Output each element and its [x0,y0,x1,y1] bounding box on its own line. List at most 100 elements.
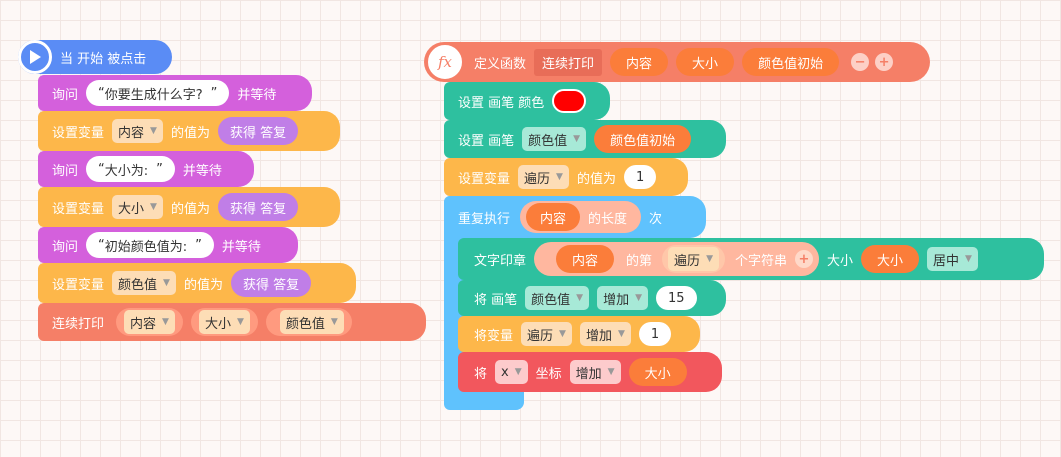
ask-block-1[interactable]: 询问 “你要生成什么字?” 并等待 [38,75,312,111]
variable-dropdown[interactable]: 内容▼ [112,119,163,143]
change-pen-block[interactable]: 将 画笔 颜色值▼ 增加▼ 15 [458,280,726,316]
arg-dropdown-content[interactable]: 内容▼ [124,310,175,334]
question-input[interactable]: “初始颜色值为:” [86,232,214,258]
chevron-down-icon: ▼ [162,317,169,327]
index-dropdown[interactable]: 遍历▼ [668,247,719,271]
stamp-label: 文字印章 [474,253,527,269]
ask-suffix: 并等待 [221,239,261,255]
size-reporter[interactable]: 大小 [861,245,920,273]
get-answer-reporter[interactable]: 获得 答复 [217,117,299,145]
question-input[interactable]: “你要生成什么字?” [86,80,230,106]
chevron-down-icon: ▼ [150,126,157,136]
hat-label: 当 开始 被点击 [60,51,147,67]
fx-icon: fx [426,43,464,81]
chevron-down-icon: ▼ [607,367,615,377]
length-reporter[interactable]: 内容 的长度 [520,201,642,233]
set-variable-block-3[interactable]: 设置变量 颜色值▼ 的值为 获得 答复 [38,263,356,303]
arg-dropdown-size[interactable]: 大小▼ [198,310,250,334]
increment-input[interactable]: 15 [656,286,697,310]
set-pen-label: 设置 画笔 [458,133,515,149]
set-var-label: 设置变量 [52,277,105,293]
value-of-label: 的值为 [170,125,210,141]
operation-dropdown[interactable]: 增加▼ [579,322,631,346]
change-variable-block[interactable]: 将变量 遍历▼ 增加▼ 1 [458,316,700,352]
arg-slot-3[interactable]: 颜色值▼ [265,308,352,336]
value-of-label: 的值为 [183,277,223,293]
ask-suffix: 并等待 [182,163,222,179]
change-coordinate-block[interactable]: 将 x▼ 坐标 增加▼ 大小 [458,352,722,392]
index-of-label: 的第 [626,253,653,269]
change-coord-label: 将 [474,366,488,382]
chevron-down-icon: ▼ [617,329,625,339]
set-pen-property-block[interactable]: 设置 画笔 颜色值▼ 颜色值初始 [444,120,726,158]
ask-label: 询问 [52,163,79,179]
variable-dropdown[interactable]: 大小▼ [112,195,163,219]
chevron-down-icon: ▼ [706,254,713,264]
chevron-down-icon: ▼ [573,134,581,144]
pen-property-dropdown[interactable]: 颜色值▼ [525,286,590,310]
coordinate-label: 坐标 [535,366,562,382]
ask-block-3[interactable]: 询问 “初始颜色值为:” 并等待 [38,227,298,263]
size-reporter[interactable]: 大小 [628,358,687,386]
chevron-down-icon: ▼ [236,317,244,327]
add-param-button[interactable]: + [875,53,894,71]
chevron-down-icon: ▼ [163,278,170,288]
iterator-dropdown[interactable]: 遍历▼ [518,165,569,189]
pen-property-dropdown[interactable]: 颜色值▼ [522,127,587,151]
chevron-down-icon: ▼ [150,202,157,212]
content-reporter[interactable]: 内容 [556,245,615,273]
value-of-label: 的值为 [576,171,616,187]
size-label: 大小 [827,253,854,269]
param-size[interactable]: 大小 [676,48,735,76]
set-pen-color-block[interactable]: 设置 画笔 颜色 [444,82,610,120]
ask-label: 询问 [52,239,79,255]
get-answer-reporter[interactable]: 获得 答复 [217,193,299,221]
arg-dropdown-color[interactable]: 颜色值▼ [279,310,344,334]
color-swatch[interactable] [552,89,587,113]
question-input[interactable]: “大小为:” [86,156,175,182]
function-name-field[interactable]: 连续打印 [534,48,603,76]
chevron-down-icon: ▼ [559,329,566,339]
length-label: 的长度 [588,211,628,227]
set-var-label: 设置变量 [52,201,105,217]
times-label: 次 [649,211,663,227]
arg-slot-1[interactable]: 内容▼ [116,308,183,336]
align-dropdown[interactable]: 居中▼ [927,247,978,271]
iterator-dropdown[interactable]: 遍历▼ [521,322,572,346]
content-reporter[interactable]: 内容 [526,203,581,231]
chevron-down-icon: ▼ [556,172,563,182]
repeat-header[interactable]: 重复执行 内容 的长度 次 [444,196,706,238]
repeat-label: 重复执行 [458,211,511,227]
variable-dropdown[interactable]: 颜色值▼ [112,271,176,295]
chevron-down-icon: ▼ [965,254,972,264]
change-pen-label: 将 画笔 [474,292,518,308]
increment-input[interactable]: 1 [638,322,672,346]
call-function-block[interactable]: 连续打印 内容▼ 大小▼ 颜色值▼ [38,303,426,341]
operation-dropdown[interactable]: 增加▼ [597,286,649,310]
initial-color-reporter[interactable]: 颜色值初始 [594,125,692,153]
chevron-down-icon: ▼ [330,317,338,327]
set-iterator-block[interactable]: 设置变量 遍历▼ 的值为 1 [444,158,688,196]
ask-block-2[interactable]: 询问 “大小为:” 并等待 [38,151,254,187]
operation-dropdown[interactable]: 增加▼ [569,360,621,384]
initial-value-input[interactable]: 1 [623,165,657,189]
when-start-clicked-hat[interactable]: 当 开始 被点击 [18,40,172,74]
set-var-label: 设置变量 [458,171,511,187]
define-label: 定义函数 [474,56,527,72]
text-stamp-block[interactable]: 文字印章 内容 的第 遍历▼ 个字符串 + 大小 大小 居中▼ [458,238,1044,280]
char-at-reporter[interactable]: 内容 的第 遍历▼ 个字符串 + [534,242,819,276]
define-function-hat[interactable]: fx 定义函数 连续打印 内容 大小 颜色值初始 − + [424,42,930,82]
get-answer-reporter[interactable]: 获得 答复 [230,269,312,297]
add-arg-button[interactable]: + [795,250,813,268]
axis-dropdown[interactable]: x▼ [495,360,528,384]
function-name-label: 连续打印 [52,316,105,332]
set-variable-block-2[interactable]: 设置变量 大小▼ 的值为 获得 答复 [38,187,340,227]
remove-param-button[interactable]: − [851,53,870,71]
index-slot[interactable]: 遍历▼ [662,245,725,273]
arg-slot-2[interactable]: 大小▼ [190,308,258,336]
set-variable-block-1[interactable]: 设置变量 内容▼ 的值为 获得 答复 [38,111,340,151]
param-content[interactable]: 内容 [610,48,669,76]
param-initial-color[interactable]: 颜色值初始 [742,48,840,76]
ask-suffix: 并等待 [237,87,277,103]
value-of-label: 的值为 [170,201,210,217]
